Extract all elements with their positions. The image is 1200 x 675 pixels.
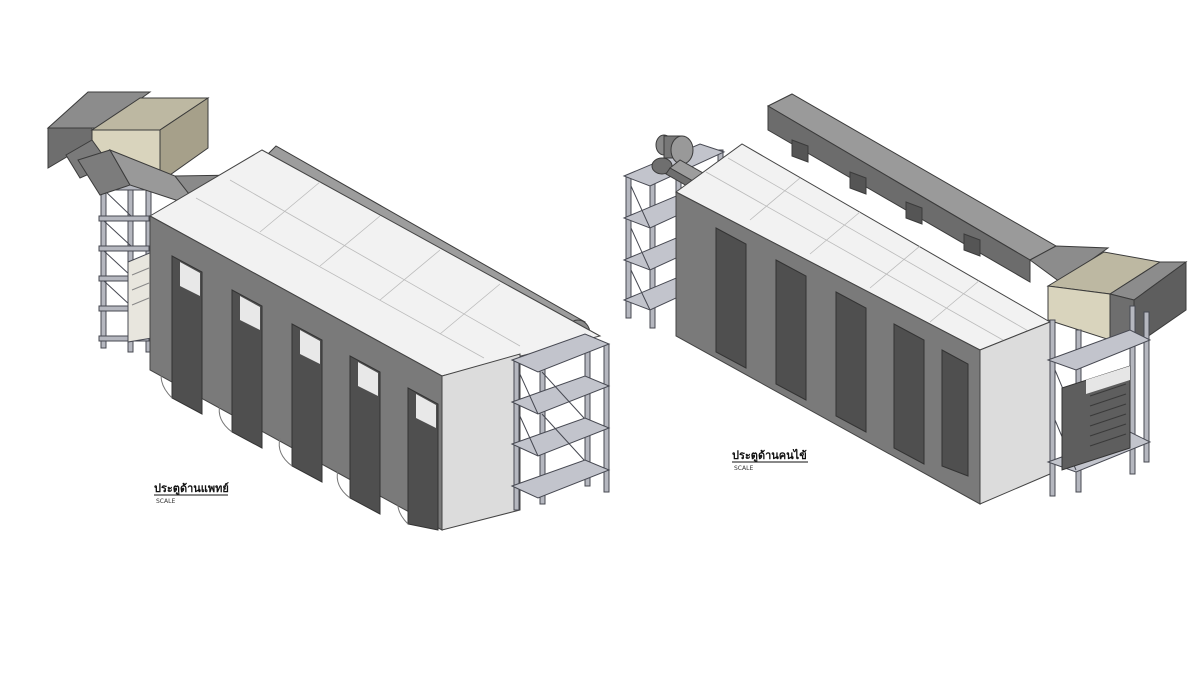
left-building-end-wall	[441, 353, 521, 531]
door	[336, 355, 381, 515]
right-doors	[715, 227, 969, 477]
door	[835, 291, 867, 433]
right-outdoor-condensing-unit	[1061, 365, 1131, 471]
door	[160, 255, 203, 415]
left-outdoor-condensing-unit	[127, 251, 153, 343]
scale-label: SCALE	[156, 498, 175, 505]
right-supply-duct	[766, 93, 1058, 283]
door	[893, 323, 925, 465]
patient-side-isometric-view: ประตูด้านคนไข้ SCALE	[622, 93, 1188, 505]
left-roof-panel-lines	[195, 179, 521, 359]
drawing-title: ประตูด้านแพทย์	[154, 482, 229, 496]
doctor-side-isometric-view: ประตูด้านแพทย์ SCALE	[46, 91, 611, 531]
door	[715, 227, 747, 369]
drawing-caption-patient-side: ประตูด้านคนไข้ SCALE	[732, 448, 808, 472]
drawing-caption-doctor-side: ประตูด้านแพทย์ SCALE	[154, 482, 229, 505]
right-roof-panel-lines	[705, 157, 1031, 345]
right-rack-frame-doctor-side	[510, 333, 611, 511]
door	[278, 323, 323, 483]
scale-label: SCALE	[734, 465, 753, 472]
door	[941, 349, 969, 477]
door	[218, 289, 263, 449]
right-building-end-wall	[979, 321, 1051, 505]
left-doors	[160, 255, 439, 531]
door	[775, 259, 807, 401]
drawing-title: ประตูด้านคนไข้	[732, 448, 807, 463]
door	[397, 387, 439, 531]
